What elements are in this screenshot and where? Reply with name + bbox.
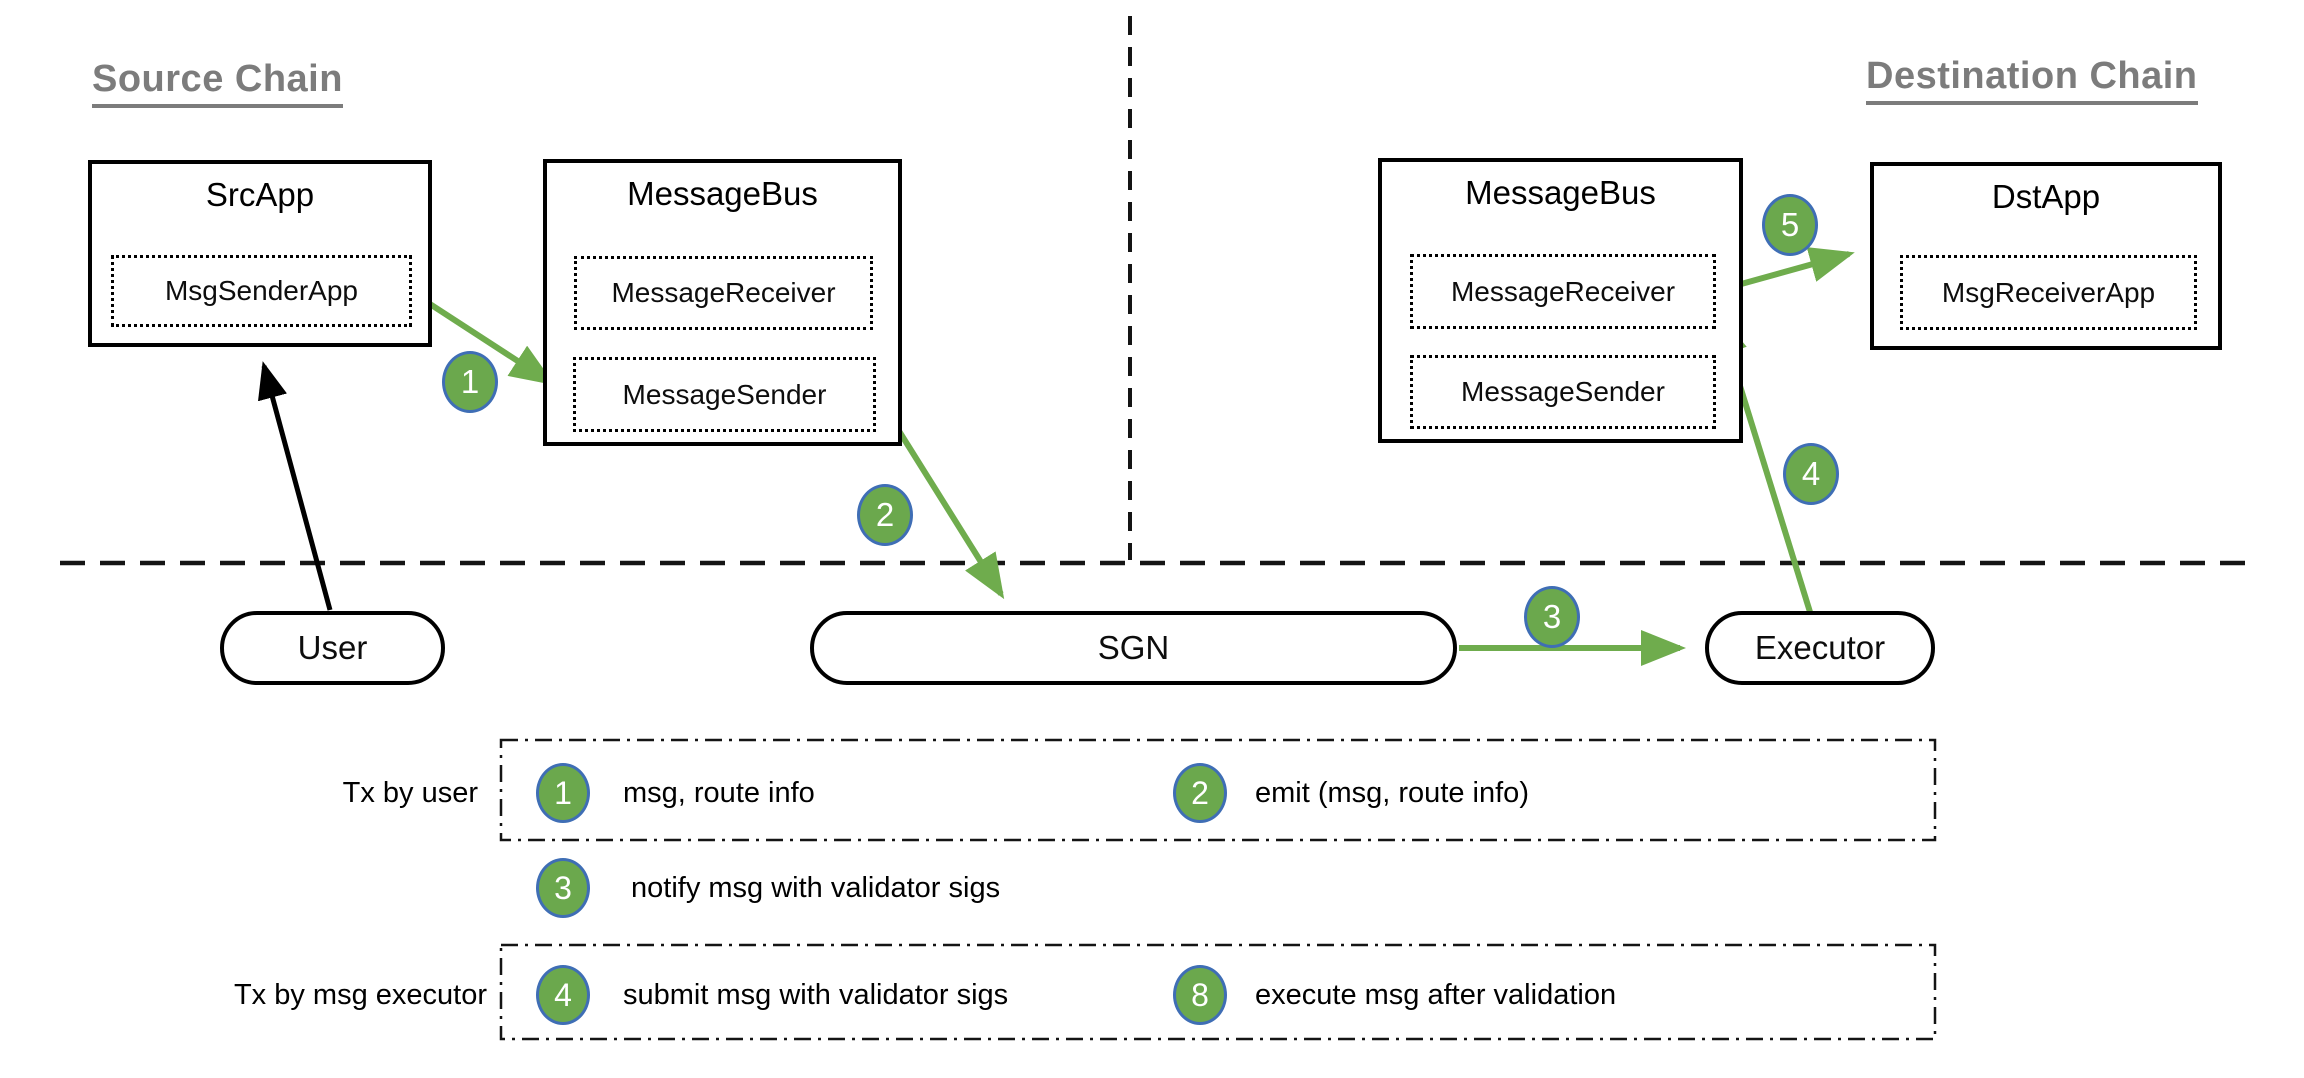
messagesender-src-box: MessageSender — [573, 357, 876, 432]
messagesender-dst-box: MessageSender — [1410, 355, 1716, 429]
legend-badge-4: 4 — [536, 965, 590, 1025]
msgreceiverapp-box: MsgReceiverApp — [1900, 255, 2197, 330]
legend-frame-tx-by-user — [499, 738, 1937, 842]
srcapp-title: SrcApp — [205, 176, 315, 213]
legend-item-1-text: msg, route info — [623, 777, 815, 809]
msgsenderapp-box: MsgSenderApp — [111, 255, 412, 327]
srcapp-box: SrcApp MsgSenderApp — [88, 160, 432, 347]
legend-item-2-text: emit (msg, route info) — [1255, 777, 1529, 809]
step-badge-1: 1 — [442, 351, 498, 413]
legend-item-8-text: execute msg after validation — [1255, 979, 1617, 1011]
legend-badge-3: 3 — [536, 858, 590, 918]
step-badge-5: 5 — [1762, 194, 1818, 256]
legend-label-tx-by-executor: Tx by msg executor — [233, 979, 487, 1011]
step-badge-3: 3 — [1524, 586, 1580, 648]
step-badge-2: 2 — [857, 484, 913, 546]
legend-label-tx-by-user: Tx by user — [342, 777, 478, 809]
legend-item-4-text: submit msg with validator sigs — [623, 979, 1009, 1011]
sgn-node: SGN — [810, 611, 1457, 685]
dstapp-title: DstApp — [1991, 178, 2101, 215]
messagebus-dst-box: MessageBus MessageReceiver MessageSender — [1378, 158, 1743, 443]
legend-item-3-text: notify msg with validator sigs — [631, 872, 1001, 904]
arrow-step-1 — [411, 290, 556, 386]
messagebus-dst-title: MessageBus — [1465, 174, 1656, 211]
step-badge-4: 4 — [1783, 443, 1839, 505]
legend-badge-8: 8 — [1173, 965, 1227, 1025]
destination-chain-label: Destination Chain — [1866, 55, 2198, 105]
executor-node: Executor — [1705, 611, 1935, 685]
legend-badge-1: 1 — [536, 763, 590, 823]
user-node: User — [220, 611, 445, 685]
dstapp-box: DstApp MsgReceiverApp — [1870, 162, 2222, 350]
messagebus-src-box: MessageBus MessageReceiver MessageSender — [543, 159, 902, 446]
messagereceiver-src-box: MessageReceiver — [574, 256, 873, 330]
legend-frame-tx-by-executor — [499, 943, 1937, 1041]
messagereceiver-dst-box: MessageReceiver — [1410, 254, 1716, 329]
source-chain-label: Source Chain — [92, 58, 343, 108]
messagebus-src-title: MessageBus — [627, 175, 818, 212]
legend-badge-2: 2 — [1173, 763, 1227, 823]
arrow-user-to-srcapp — [258, 361, 333, 611]
